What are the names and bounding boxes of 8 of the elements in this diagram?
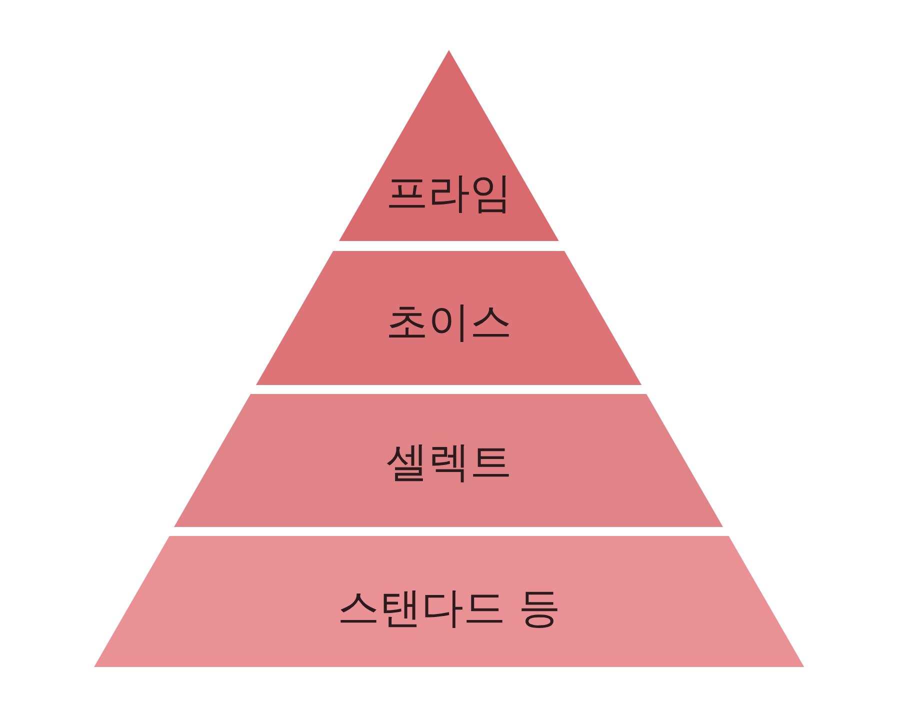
tier-label: 스탠다드 등 [337, 583, 561, 633]
tier-label: 셀렉트 [386, 437, 512, 487]
tier-label: 초이스 [386, 297, 512, 347]
pyramid-tier [94, 536, 804, 667]
pyramid-tier [256, 251, 642, 385]
pyramid-tier [174, 394, 724, 527]
tier-label: 프라임 [386, 168, 512, 218]
pyramid-tier [339, 50, 559, 241]
